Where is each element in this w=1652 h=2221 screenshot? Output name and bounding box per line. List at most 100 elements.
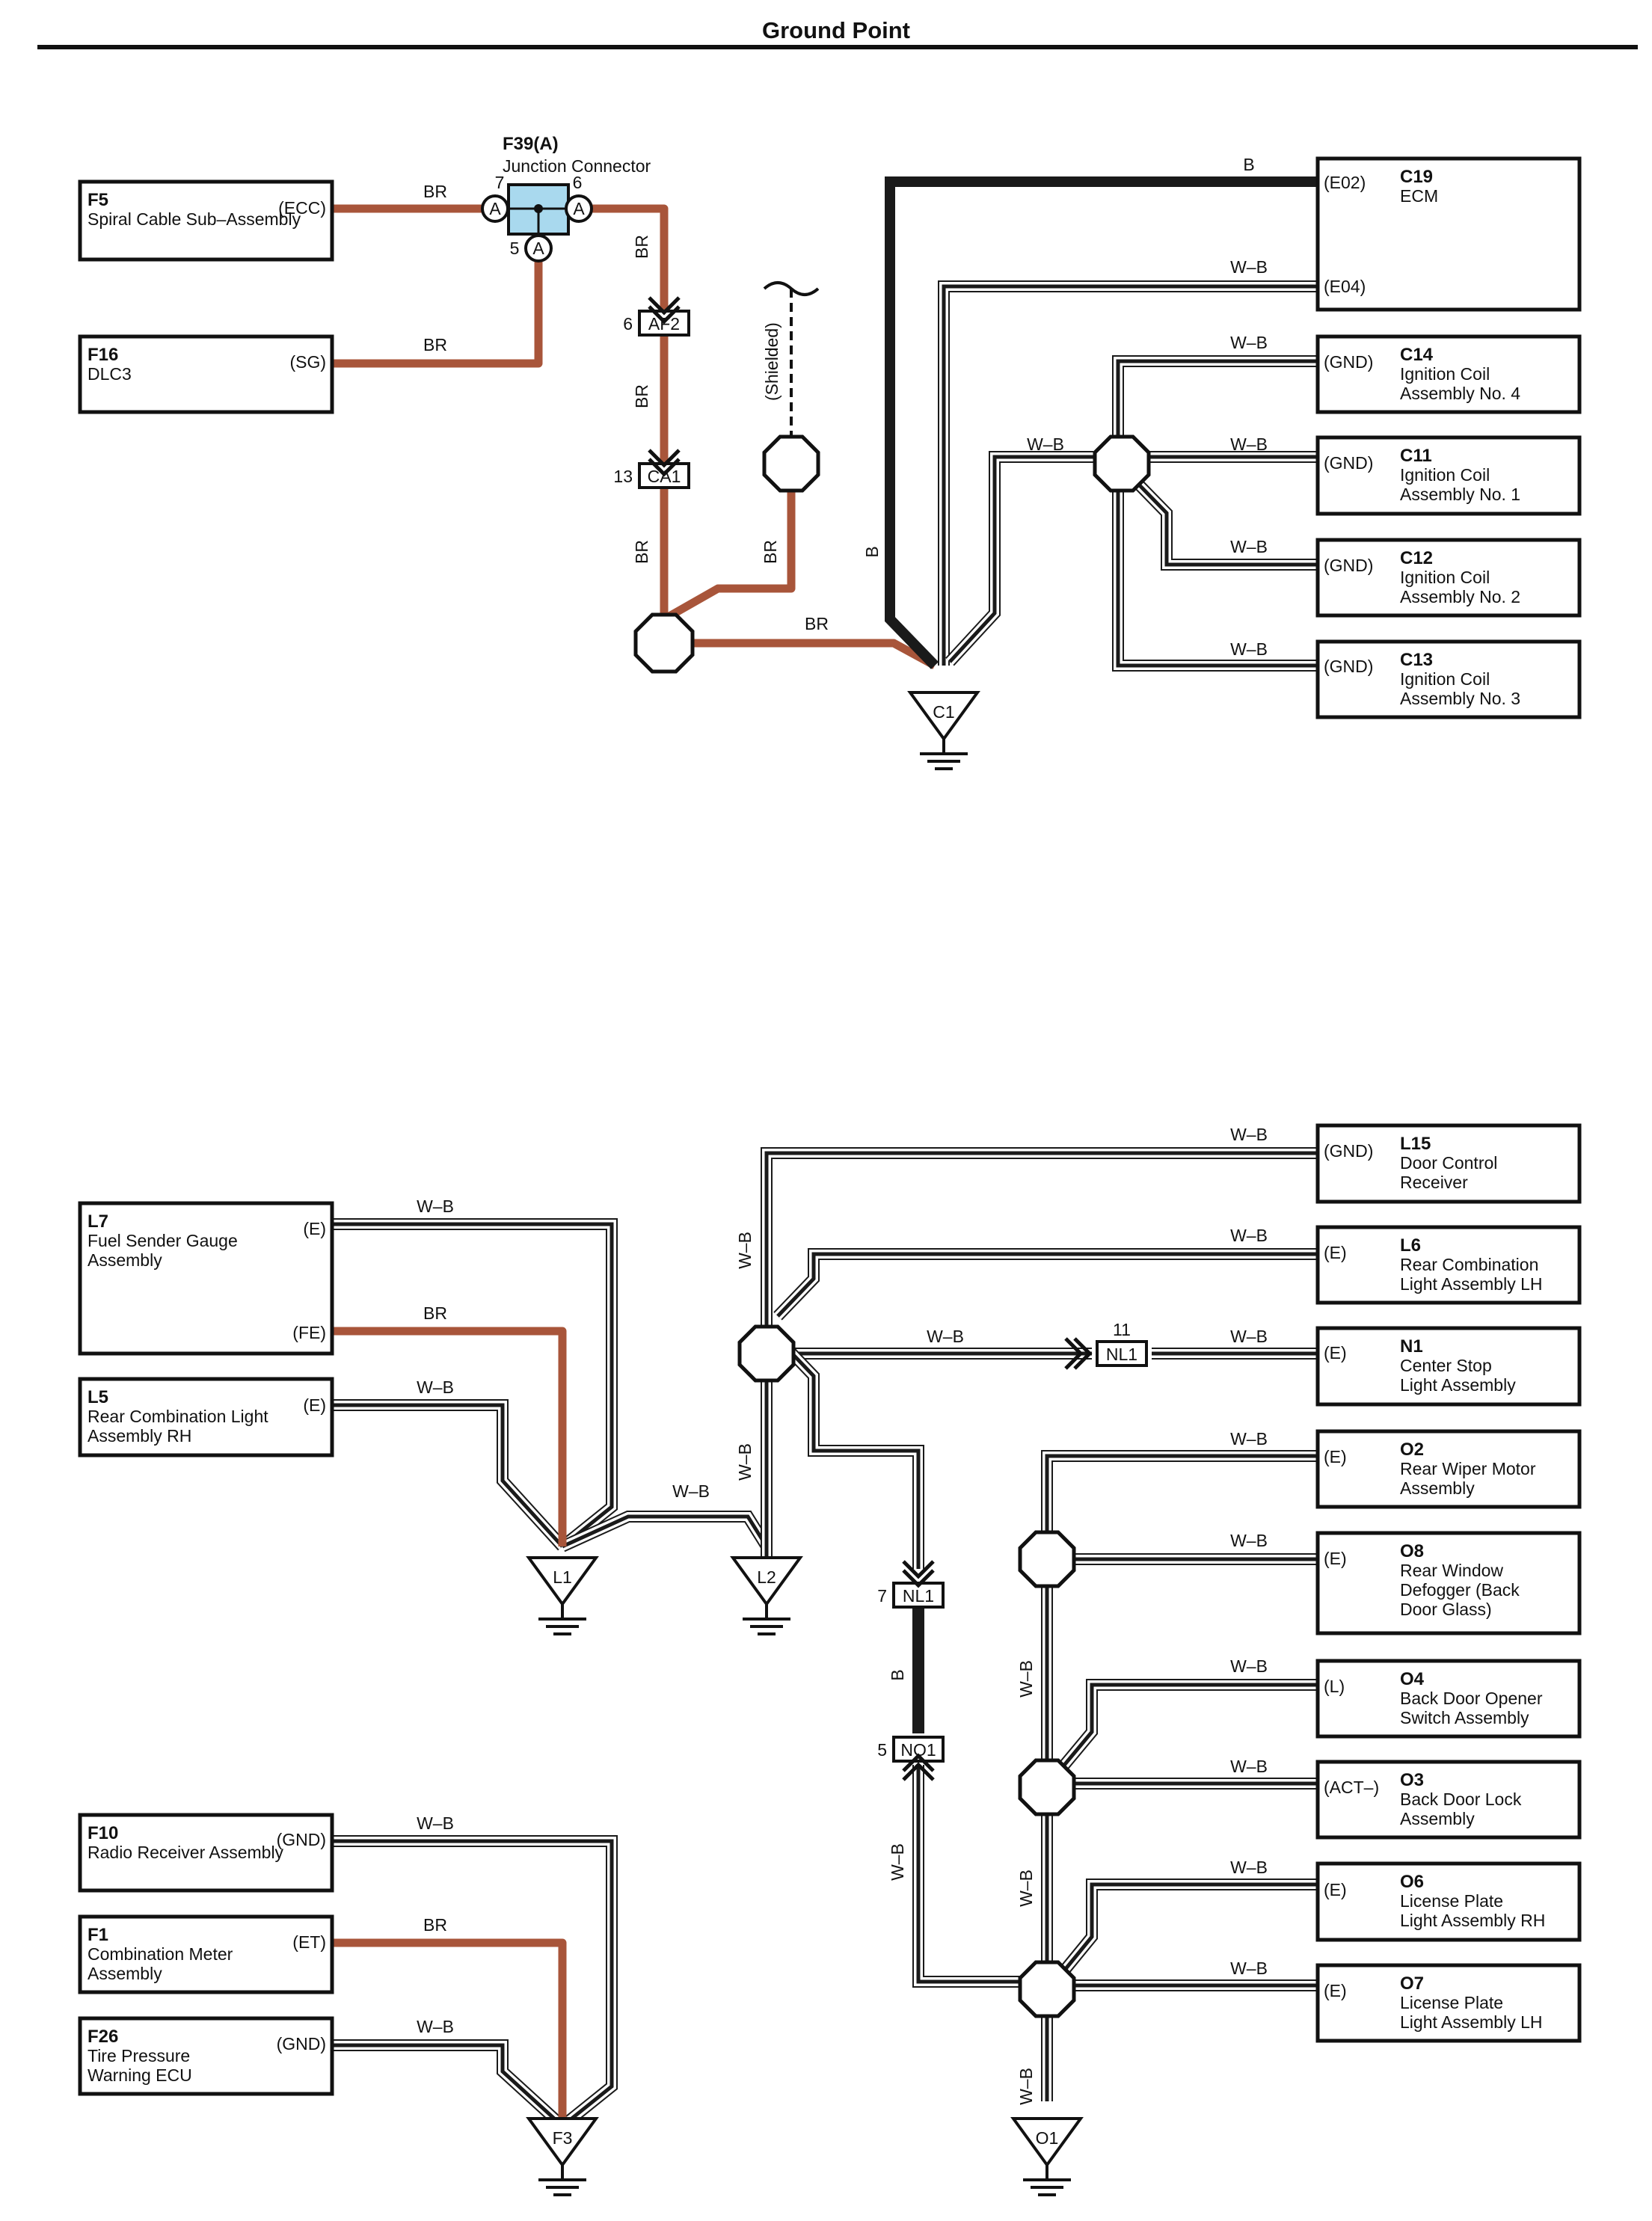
component-pin: (ET) xyxy=(292,1932,326,1952)
junction-pin-number: 7 xyxy=(495,173,505,192)
wb-wire-fill xyxy=(332,1837,616,2130)
wire-color-label: W–B xyxy=(1230,1757,1268,1776)
component-name: Ignition Coil xyxy=(1400,669,1490,689)
component-pin: (GND) xyxy=(1324,657,1373,676)
component-name: ECM xyxy=(1400,186,1438,206)
connector-id: AF2 xyxy=(648,314,680,334)
component-name: Assembly No. 4 xyxy=(1400,384,1520,403)
junction-pin-number: 6 xyxy=(573,173,583,192)
component-name: Assembly xyxy=(1400,1478,1475,1498)
wire-color-label: BR xyxy=(632,540,651,564)
component-pin: (E) xyxy=(1324,1549,1347,1568)
arrow-right xyxy=(1064,1337,1084,1370)
wb-wire-core xyxy=(776,1337,921,1569)
inline-connector xyxy=(1096,1340,1148,1367)
component-name: Center Stop xyxy=(1400,1356,1492,1375)
component-name: Radio Receiver Assembly xyxy=(87,1843,284,1862)
wires-layer xyxy=(332,176,1318,2131)
wire-color-label: BR xyxy=(761,540,780,564)
arrow-right xyxy=(1073,1337,1093,1370)
shield-wave xyxy=(763,281,820,296)
component-id: F26 xyxy=(87,2027,118,2047)
component-pin: (GND) xyxy=(277,1830,326,1849)
wire-color-label: W–B xyxy=(417,1196,454,1216)
page-title: Ground Point xyxy=(762,17,910,43)
component-box xyxy=(78,1201,334,1356)
component-id: O4 xyxy=(1400,1669,1425,1689)
connector-pin: 7 xyxy=(877,1586,887,1606)
b-wire xyxy=(885,176,1318,669)
component-pin: (E) xyxy=(1324,1243,1347,1262)
component-id: L5 xyxy=(87,1387,108,1407)
ground-label: F3 xyxy=(553,2128,573,2148)
wb-wire-core xyxy=(332,1403,564,1548)
junction-pin xyxy=(524,234,553,262)
wb-wire xyxy=(1129,474,1318,571)
component-id: L15 xyxy=(1400,1134,1431,1154)
wire-color-label: W–B xyxy=(1230,1327,1268,1346)
wb-wire-core xyxy=(332,2043,564,2128)
component-box xyxy=(1315,1963,1582,2043)
connector-pin: 13 xyxy=(613,467,633,486)
wb-wire-core xyxy=(332,1839,614,2128)
splice-point xyxy=(737,1324,796,1383)
wb-wire-core xyxy=(1057,1683,1318,1774)
component-name: Rear Window xyxy=(1400,1561,1503,1580)
component-pin: (E) xyxy=(303,1219,326,1238)
component-name: Door Control xyxy=(1400,1153,1497,1173)
wire-color-label: BR xyxy=(805,614,829,633)
component-pin: (GND) xyxy=(1324,352,1373,372)
wb-wire xyxy=(332,2039,567,2131)
shapes-layer xyxy=(78,156,1582,2196)
splice-point xyxy=(1018,1758,1076,1816)
ground-triangle xyxy=(730,1556,803,1607)
component-name: Assembly No. 3 xyxy=(1400,689,1520,708)
component-id: O2 xyxy=(1400,1440,1424,1460)
component-id: O7 xyxy=(1400,1973,1424,1994)
component-box xyxy=(1315,1225,1582,1305)
wb-wire-core xyxy=(1057,1882,1318,1979)
wire-color-label: W–B xyxy=(1230,1226,1268,1245)
junction-name: Junction Connector xyxy=(503,156,651,176)
wb-wire xyxy=(773,1248,1318,1321)
component-box xyxy=(78,334,334,414)
wb-wire xyxy=(332,1835,618,2131)
component-name: Ignition Coil xyxy=(1400,465,1490,485)
component-box xyxy=(78,179,334,262)
arrow-up xyxy=(902,1753,935,1772)
wire-color-label: W–B xyxy=(735,1443,755,1481)
component-pin: (L) xyxy=(1324,1677,1345,1696)
junction-pin-label: A xyxy=(532,239,544,258)
component-name: Light Assembly xyxy=(1400,1375,1516,1395)
wire-color-label: W–B xyxy=(1016,1870,1036,1907)
arrow-up xyxy=(902,1762,935,1781)
component-pin: (GND) xyxy=(1324,1141,1373,1161)
wb-wire-core xyxy=(948,455,1093,663)
wb-wire xyxy=(332,1399,567,1551)
connector-pin: 5 xyxy=(877,1740,887,1760)
component-box xyxy=(1315,1861,1582,1942)
wire-color-label: W–B xyxy=(1016,1660,1036,1698)
splice-point xyxy=(762,434,820,493)
wb-wire-fill xyxy=(332,2041,566,2130)
component-name: Back Door Lock xyxy=(1400,1790,1522,1809)
component-name: Back Door Opener xyxy=(1400,1689,1543,1708)
component-box xyxy=(78,1813,334,1893)
component-name: License Plate xyxy=(1400,1891,1503,1911)
shielded-label: (Shielded) xyxy=(762,322,782,401)
wire-color-label: W–B xyxy=(1230,639,1268,659)
component-id: C13 xyxy=(1400,650,1433,670)
wb-wire-fill xyxy=(774,1335,923,1569)
component-name: Light Assembly LH xyxy=(1400,1274,1542,1294)
component-name: License Plate xyxy=(1400,1993,1503,2012)
junction-pin xyxy=(481,194,509,223)
wire-color-label: W–B xyxy=(735,1232,755,1269)
component-pin: (E) xyxy=(1324,1981,1347,2000)
wire-color-label: W–B xyxy=(1230,1959,1268,1978)
connector-id: NL1 xyxy=(903,1586,934,1606)
splice-point xyxy=(1018,1960,1076,2018)
wire-color-label: W–B xyxy=(1230,1858,1268,1877)
wb-wire xyxy=(1112,355,1318,672)
wb-wire-fill xyxy=(1114,357,1318,670)
component-box xyxy=(1315,1760,1582,1840)
